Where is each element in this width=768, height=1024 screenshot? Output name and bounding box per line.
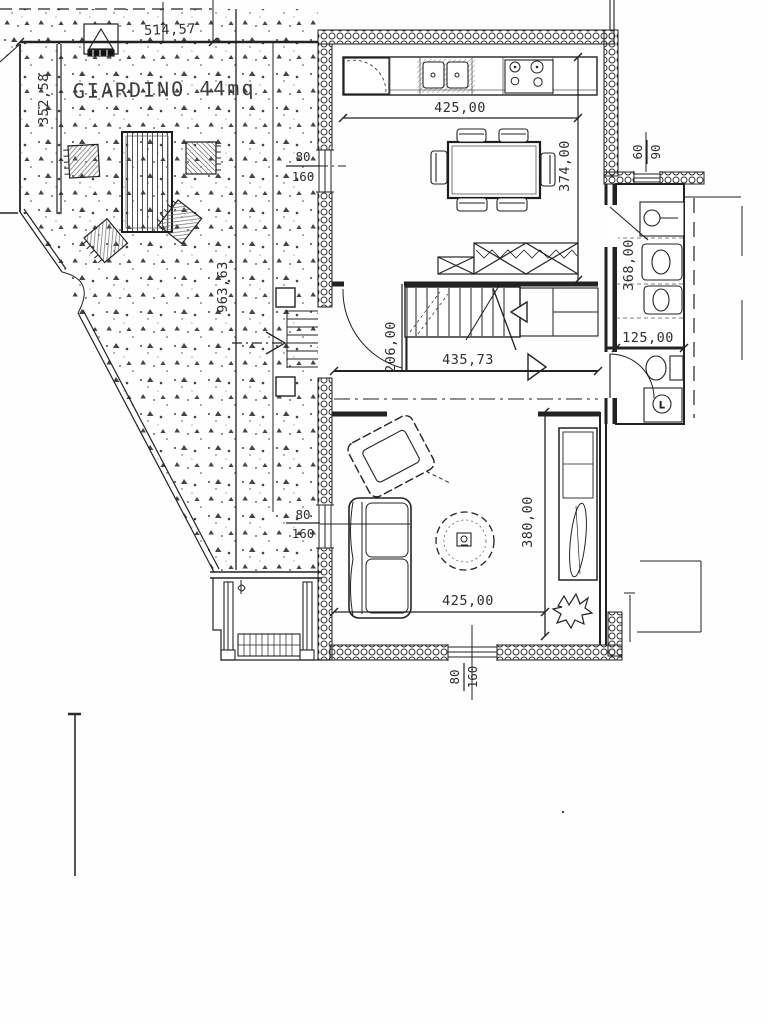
door-bathroom-upper bbox=[602, 205, 649, 247]
garden-table bbox=[121, 131, 173, 233]
hall-direction-arrow-icon bbox=[527, 352, 548, 382]
entrance-steps bbox=[275, 287, 318, 397]
entry-platform bbox=[210, 571, 330, 661]
scan-artifact-line bbox=[68, 712, 565, 876]
garden-chair-2 bbox=[185, 141, 222, 175]
sideboard bbox=[437, 242, 579, 275]
dining-chairs bbox=[430, 128, 556, 212]
dim-dining-depth: 374,00 bbox=[557, 140, 573, 192]
dim-living-depth: 380,00 bbox=[520, 496, 536, 548]
window-left-top bbox=[316, 149, 334, 193]
garden-label: GIARDINO 44mq bbox=[73, 76, 256, 103]
garden-fence bbox=[19, 44, 220, 573]
exterior-walls bbox=[317, 29, 705, 661]
window-left-bottom bbox=[316, 504, 334, 549]
garden-area bbox=[0, 9, 318, 573]
window-left-top-annotation: 80 160 bbox=[286, 149, 320, 184]
dim-hall-width: 435,73 bbox=[442, 352, 494, 368]
washbasin-icon bbox=[641, 243, 683, 281]
living-sofa bbox=[348, 497, 412, 619]
stove-icon bbox=[504, 59, 554, 94]
window-left-top-w: 80 bbox=[295, 149, 310, 164]
dim-garden-top: 514,57 bbox=[144, 21, 196, 39]
dim-living-width: 425,00 bbox=[442, 593, 494, 609]
window-bottom-h: 160 bbox=[465, 666, 480, 689]
dim-bath-depth: 368,00 bbox=[621, 239, 637, 291]
washer-letter: L bbox=[659, 401, 664, 411]
dim-hall-depth: 206,00 bbox=[383, 321, 399, 373]
washing-machine-icon: L bbox=[643, 387, 683, 423]
door-arc-bathroom bbox=[602, 352, 655, 399]
dimension-lines bbox=[15, 37, 689, 700]
window-bottom-annotation: 80 160 bbox=[447, 663, 480, 691]
window-bottom-w: 80 bbox=[447, 669, 462, 684]
dim-bath-width: 125,00 bbox=[622, 330, 674, 346]
window-bath-w: 60 bbox=[630, 144, 645, 159]
fridge-icon bbox=[343, 57, 390, 95]
bidet-icon bbox=[643, 285, 683, 315]
window-bath-h: 90 bbox=[648, 144, 663, 159]
entrance-arrow-icon bbox=[232, 331, 287, 355]
window-bath-annotation: 60 90 bbox=[630, 140, 663, 164]
dining-table bbox=[446, 140, 542, 200]
window-left-bottom-annotation: 80 160 bbox=[286, 507, 320, 541]
staircase bbox=[404, 283, 599, 370]
stair-direction-arrow-icon bbox=[509, 300, 528, 324]
plant-icon bbox=[551, 592, 594, 630]
living-armchair bbox=[347, 414, 452, 515]
window-left-bottom-w: 80 bbox=[295, 507, 310, 522]
garden-gate-arc bbox=[61, 271, 85, 314]
barbecue-icon bbox=[83, 23, 119, 57]
bath-sink-icon bbox=[639, 201, 685, 237]
dim-garden-side: 963,63 bbox=[215, 261, 231, 313]
wall-cabinet bbox=[558, 427, 598, 581]
dim-garden-left: 352,58 bbox=[36, 73, 52, 125]
window-left-top-h: 160 bbox=[292, 169, 315, 184]
toilet-icon bbox=[645, 355, 684, 381]
neighbor-boundary-lines bbox=[624, 196, 743, 642]
round-rug bbox=[435, 511, 495, 571]
dim-kitchen-width: 425,00 bbox=[434, 100, 486, 116]
window-left-bottom-h: 160 bbox=[292, 526, 315, 541]
window-bath bbox=[633, 171, 661, 185]
sink-icon bbox=[417, 59, 475, 93]
